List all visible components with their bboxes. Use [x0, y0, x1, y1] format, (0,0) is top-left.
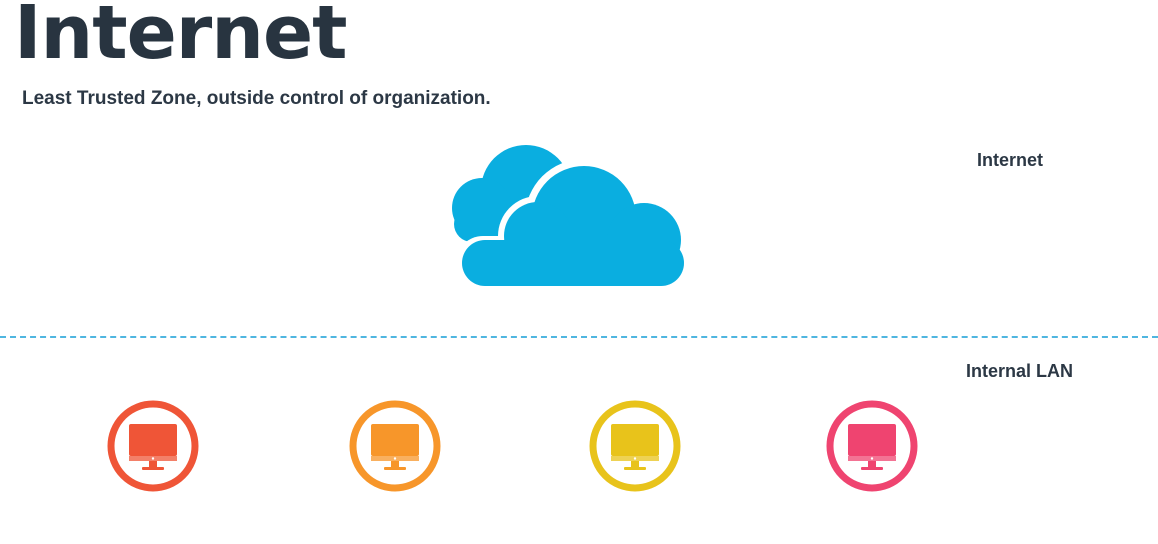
cloud-icon — [452, 145, 688, 290]
slide-title: Internet — [14, 0, 348, 76]
cloud-front — [462, 166, 684, 286]
zone-divider — [0, 336, 1158, 338]
slide-subtitle: Least Trusted Zone, outside control of o… — [22, 88, 491, 109]
monitor-icon — [589, 400, 681, 492]
monitor-icon — [349, 400, 441, 492]
zone-label-internal-lan: Internal LAN — [966, 361, 1074, 381]
monitor-icon — [107, 400, 199, 492]
monitor-icon — [826, 400, 918, 492]
zone-label-internet: Internet — [977, 150, 1044, 170]
